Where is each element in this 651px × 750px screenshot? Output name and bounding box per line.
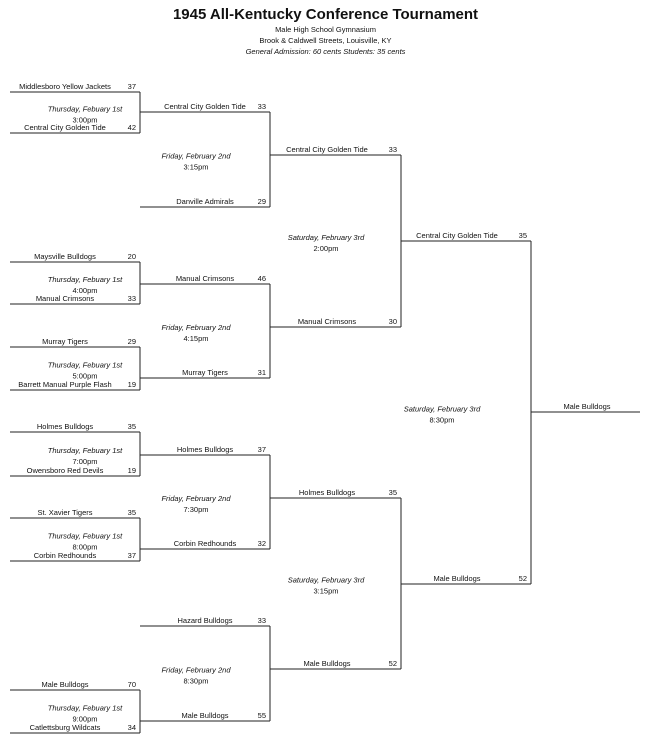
sf-game-2-time: 3:15pm	[313, 587, 338, 596]
qf-game-1-date: Friday, February 2nd	[161, 152, 231, 161]
r1-game-6-bottom-team: Catlettsburg Wildcats	[30, 723, 101, 732]
r1-game-6-date: Thursday, Febuary 1st	[48, 704, 123, 713]
r1-game-4-bottom-score: 19	[128, 466, 136, 475]
r1-game-1-time: 3:00pm	[72, 116, 97, 125]
qf-game-4-bottom-score: 55	[258, 711, 266, 720]
qf-game-1-bottom-team: Danville Admirals	[176, 197, 234, 206]
r1-game-6-bottom-score: 34	[128, 723, 136, 732]
r1-game-6-time: 9:00pm	[72, 715, 97, 724]
venue-text: Male High School Gymnasium	[275, 25, 376, 34]
qf-game-4-time: 8:30pm	[183, 677, 208, 686]
r1-game-3-top-score: 29	[128, 337, 136, 346]
qf-game-3-time: 7:30pm	[183, 505, 208, 514]
qf-game-2-bottom-score: 31	[258, 368, 266, 377]
r1-game-5-date: Thursday, Febuary 1st	[48, 532, 123, 541]
final-game-bottom-score: 52	[519, 574, 527, 583]
r1-game-1-top-team: Middlesboro Yellow Jackets	[19, 82, 111, 91]
r1-game-2-date: Thursday, Febuary 1st	[48, 275, 123, 284]
r1-game-2-bottom-team: Manual Crimsons	[36, 294, 95, 303]
r1-game-1-bottom-score: 42	[128, 123, 136, 132]
r1-game-5-top-score: 35	[128, 508, 136, 517]
r1-game-5-bottom-team: Corbin Redhounds	[34, 551, 97, 560]
r1-game-5-bottom-score: 37	[128, 551, 136, 560]
admission-text: General Admission: 60 cents Students: 35…	[245, 47, 406, 56]
qf-game-3-bottom-score: 32	[258, 539, 266, 548]
qf-game-4-date: Friday, February 2nd	[161, 666, 231, 675]
qf-game-4-bottom-team: Male Bulldogs	[181, 711, 228, 720]
r1-game-1-date: Thursday, Febuary 1st	[48, 105, 123, 114]
qf-game-2-top-team: Manual Crimsons	[176, 274, 235, 283]
final-game-top-score: 35	[519, 231, 527, 240]
r1-game-4-bottom-team: Owensboro Red Devils	[27, 466, 104, 475]
r1-game-3-bottom-score: 19	[128, 380, 136, 389]
qf-game-2-date: Friday, February 2nd	[161, 323, 231, 332]
address-text: Brook & Caldwell Streets, Louisville, KY	[259, 36, 392, 45]
r1-game-6-top-team: Male Bulldogs	[41, 680, 88, 689]
qf-game-3-date: Friday, February 2nd	[161, 494, 231, 503]
qf-game-2-bottom-team: Murray Tigers	[182, 368, 228, 377]
qf-game-1-top-score: 33	[258, 102, 266, 111]
sf-game-1-bottom-team: Manual Crimsons	[298, 317, 357, 326]
qf-game-4-top-score: 33	[258, 616, 266, 625]
final-game-time: 8:30pm	[429, 416, 454, 425]
tournament-title: 1945 All-Kentucky Conference Tournament	[172, 6, 479, 23]
final-game-bottom-team: Male Bulldogs	[433, 574, 480, 583]
qf-game-4-top-team: Hazard Bulldogs	[177, 616, 232, 625]
r1-game-6-top-score: 70	[128, 680, 136, 689]
r1-game-1-top-score: 37	[128, 82, 136, 91]
r1-game-2-top-team: Maysville Bulldogs	[34, 252, 96, 261]
r1-game-3-bottom-team: Barrett Manual Purple Flash	[18, 380, 111, 389]
sf-game-2-bottom-team: Male Bulldogs	[303, 659, 350, 668]
sf-game-2-bottom-score: 52	[389, 659, 397, 668]
sf-game-1-top-team: Central City Golden Tide	[286, 145, 368, 154]
final-game-top-team: Central City Golden Tide	[416, 231, 498, 240]
sf-game-2-top-team: Holmes Bulldogs	[299, 488, 356, 497]
qf-game-2-top-score: 46	[258, 274, 266, 283]
sf-game-1-bottom-score: 30	[389, 317, 397, 326]
bracket-lines	[10, 91, 640, 734]
r1-game-4-date: Thursday, Febuary 1st	[48, 446, 123, 455]
sf-game-2-top-score: 35	[389, 488, 397, 497]
r1-game-3-top-team: Murray Tigers	[42, 337, 88, 346]
qf-game-1-time: 3:15pm	[183, 163, 208, 172]
r1-game-4-top-score: 35	[128, 422, 136, 431]
sf-game-1-date: Saturday, February 3rd	[288, 233, 365, 242]
tournament-header: 1945 All-Kentucky Conference Tournament …	[0, 6, 651, 57]
qf-game-1-bottom-score: 29	[258, 197, 266, 206]
r1-game-4-time: 7:00pm	[72, 457, 97, 466]
sf-game-2-date: Saturday, February 3rd	[288, 576, 365, 585]
qf-game-3-bottom-team: Corbin Redhounds	[174, 539, 237, 548]
r1-game-4-top-team: Holmes Bulldogs	[37, 422, 94, 431]
qf-game-3-top-team: Holmes Bulldogs	[177, 445, 234, 454]
champion-team: Male Bulldogs	[563, 402, 610, 411]
r1-game-3-time: 5:00pm	[72, 372, 97, 381]
r1-game-5-top-team: St. Xavier Tigers	[37, 508, 92, 517]
r1-game-3-date: Thursday, Febuary 1st	[48, 361, 123, 370]
qf-game-2-time: 4:15pm	[183, 334, 208, 343]
sf-game-1-top-score: 33	[389, 145, 397, 154]
r1-game-2-bottom-score: 33	[128, 294, 136, 303]
r1-game-2-top-score: 20	[128, 252, 136, 261]
r1-game-2-time: 4:00pm	[72, 286, 97, 295]
r1-game-1-bottom-team: Central City Golden Tide	[24, 123, 106, 132]
sf-game-1-time: 2:00pm	[313, 244, 338, 253]
qf-game-1-top-team: Central City Golden Tide	[164, 102, 246, 111]
qf-game-3-top-score: 37	[258, 445, 266, 454]
r1-game-5-time: 8:00pm	[72, 543, 97, 552]
final-game-date: Saturday, February 3rd	[404, 405, 481, 414]
